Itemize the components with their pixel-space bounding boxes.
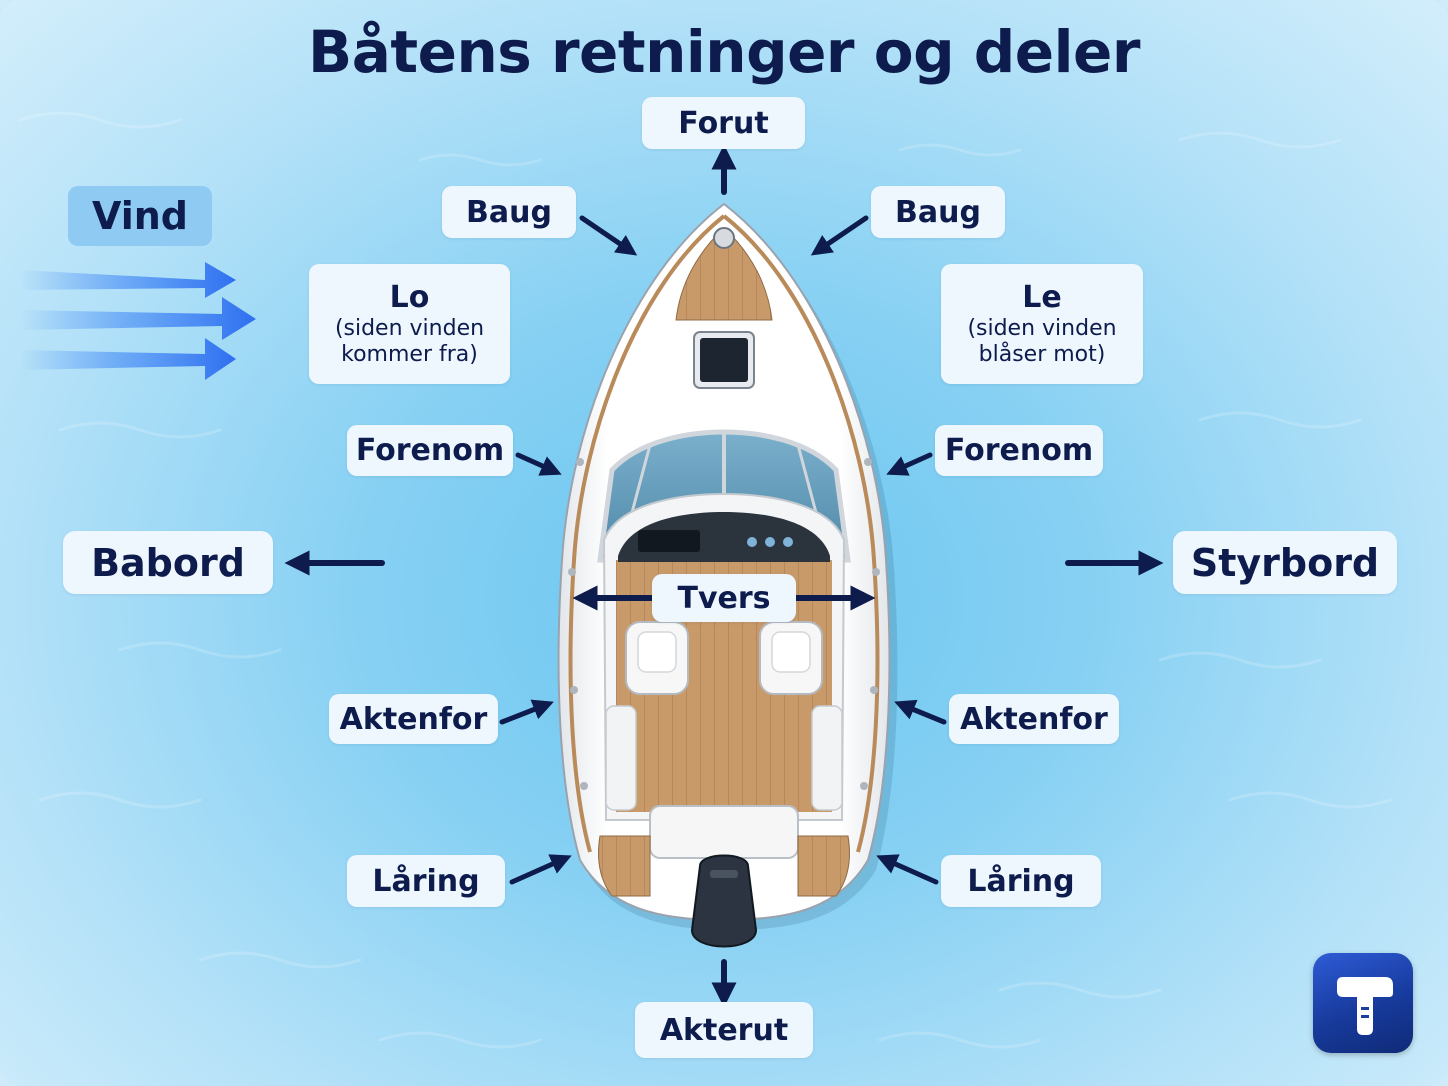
wind-label: Vind	[68, 186, 212, 246]
seats	[625, 621, 823, 695]
aft-bench	[649, 805, 799, 859]
label-leeward: Le (siden vinden blåser mot)	[941, 264, 1143, 384]
leeward-desc-2: blåser mot)	[978, 342, 1106, 367]
label-quarter-starboard: Låring	[941, 855, 1101, 907]
label-quarter-port: Låring	[347, 855, 505, 907]
label-aft-beam-port: Aktenfor	[329, 694, 498, 744]
label-bow-port: Baug	[442, 186, 576, 238]
label-forward-beam-starboard: Forenom	[935, 425, 1103, 476]
label-windward: Lo (siden vinden kommer fra)	[309, 264, 510, 384]
windward-desc-1: (siden vinden	[334, 315, 485, 341]
outboard-motor	[690, 854, 758, 948]
letter-t-logo-icon	[1313, 953, 1413, 1053]
diagram-title: Båtens retninger og deler	[308, 18, 1140, 86]
leeward-desc-1: (siden vinden	[967, 315, 1117, 341]
foredeck	[675, 227, 773, 321]
windward-desc-2: kommer fra)	[341, 342, 478, 367]
label-starboard: Styrbord	[1173, 531, 1397, 594]
label-aft-beam-starboard: Aktenfor	[949, 694, 1119, 744]
label-abeam: Tvers	[652, 574, 796, 622]
label-forward-beam-port: Forenom	[347, 425, 513, 476]
label-port: Babord	[63, 531, 273, 594]
pointer-arrows	[499, 215, 947, 885]
label-forward: Forut	[642, 97, 805, 149]
direction-arrows	[284, 144, 1164, 1008]
leeward-name: Le	[1022, 279, 1062, 315]
label-bow-starboard: Baug	[871, 186, 1005, 238]
windward-name: Lo	[389, 279, 430, 315]
wind-arrows	[20, 262, 256, 380]
label-aft: Akterut	[635, 1002, 813, 1058]
